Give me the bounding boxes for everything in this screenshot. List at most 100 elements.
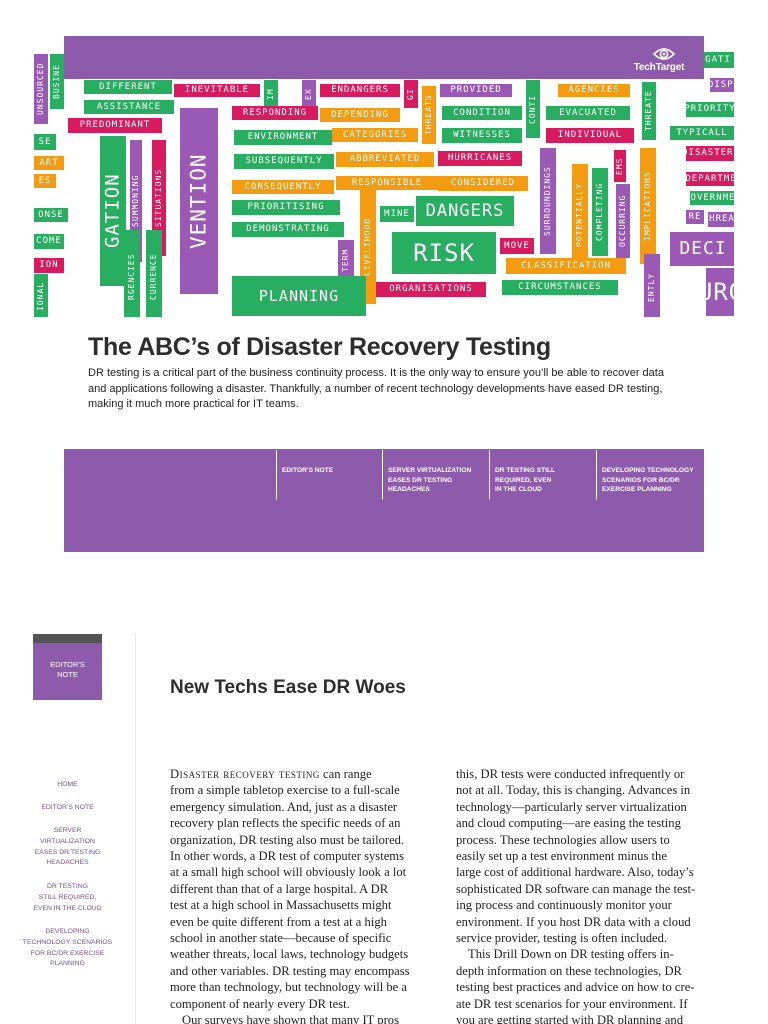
article-line: at a small high school will obviously lo… bbox=[170, 865, 407, 880]
nav-label-line: EDITOR’S NOTE bbox=[282, 467, 334, 474]
article-line: from a simple tabletop exercise to a ful… bbox=[170, 783, 400, 798]
article-line: technology—particularly server virtualiz… bbox=[456, 799, 687, 814]
section-tab-editors-note: EDITOR’S NOTE bbox=[33, 643, 102, 700]
word-cloud-tag: CONSIDERED bbox=[438, 176, 528, 191]
sidebar-link-editors-note[interactable]: EDITOR’S NOTE bbox=[20, 803, 115, 814]
article-line: component of nearly every DR test. bbox=[170, 996, 350, 1011]
brand-bar bbox=[64, 36, 704, 79]
sidebar-link-line: DR TESTING bbox=[46, 883, 89, 890]
word-cloud-tag: IONAL bbox=[34, 274, 48, 317]
word-cloud-tag: ION bbox=[34, 258, 64, 273]
article-line: ate DR test scenarios for your environme… bbox=[456, 996, 688, 1011]
word-cloud-tag: DEPARTME bbox=[686, 172, 734, 186]
article-line: depth information on these technologies,… bbox=[456, 963, 682, 978]
word-cloud-tag: POTENTIALLY bbox=[572, 164, 588, 266]
word-cloud-tag: GI bbox=[404, 80, 418, 108]
tab-label-line: NOTE bbox=[57, 670, 78, 679]
sidebar-link-developing-technology[interactable]: DEVELOPING TECHNOLOGY SCENARIOS FOR BC/D… bbox=[20, 927, 115, 970]
article-line: not at all. Today, this is changing. Adv… bbox=[456, 783, 691, 798]
article-line: This Drill Down on DR testing offers in- bbox=[468, 947, 674, 962]
article-line: different than that of a large hospital.… bbox=[170, 881, 389, 896]
word-cloud-tag: IM bbox=[264, 80, 278, 108]
nav-label-line: SCENARIOS FOR BC/DR bbox=[602, 476, 680, 484]
word-cloud-tag: PLANNING bbox=[232, 276, 366, 316]
article-column-2: this, DR tests were conducted infrequent… bbox=[456, 766, 714, 1024]
word-cloud-tag: GATI bbox=[702, 52, 734, 68]
article-line: large cost of additional hardware. Also,… bbox=[456, 865, 694, 880]
article-line: In other words, a DR test of computer sy… bbox=[170, 849, 404, 864]
nav-developing-technology[interactable]: DEVELOPING TECHNOLOGY SCENARIOS FOR BC/D… bbox=[596, 450, 704, 500]
word-cloud-tag: CLASSIFICATION bbox=[506, 258, 626, 274]
word-cloud-tag: CURRENCE bbox=[146, 230, 162, 317]
article-line: school in another state—because of speci… bbox=[170, 931, 392, 946]
article-lead-in: Disaster recovery testing bbox=[170, 767, 320, 781]
sidebar-divider bbox=[135, 634, 136, 1024]
sidebar-link-dr-testing-cloud[interactable]: DR TESTING STILL REQUIRED, EVEN IN THE C… bbox=[20, 882, 115, 914]
word-cloud-tag: SE bbox=[34, 134, 56, 150]
sidebar-link-server-virtualization[interactable]: SERVER VIRTUALIZATION EASES DR TESTING H… bbox=[20, 826, 115, 869]
word-cloud-tag: UNSOURCED bbox=[34, 54, 48, 124]
sidebar-link-line: FOR BC/DR EXERCISE bbox=[30, 949, 105, 957]
word-cloud-tag: SUBSEQUENTLY bbox=[234, 154, 334, 169]
nav-server-virtualization[interactable]: SERVER VIRTUALIZATION EASES DR TESTING H… bbox=[382, 450, 488, 500]
article-line: and cloud computing—are easing the testi… bbox=[456, 816, 681, 831]
article-line-text: can range bbox=[319, 767, 372, 781]
article-line: environment. If you host DR data with a … bbox=[456, 914, 691, 929]
word-cloud-tag: RE bbox=[686, 210, 704, 224]
word-cloud-tag: CIRCUMSTANCES bbox=[502, 280, 618, 295]
word-cloud-tag: ENDANGERS bbox=[320, 84, 400, 97]
word-cloud-tag: ENTLY bbox=[644, 254, 660, 317]
brand-name: TechTarget bbox=[633, 62, 685, 73]
word-cloud-tag: ES bbox=[34, 174, 56, 188]
word-cloud-tag: PRIORITY bbox=[686, 102, 734, 117]
word-cloud-tag: DECI bbox=[670, 232, 734, 266]
article-line: Disaster recovery testing can range bbox=[170, 766, 428, 782]
word-cloud-tag: BUSINE bbox=[50, 54, 64, 109]
word-cloud-tag: EMS bbox=[614, 150, 626, 182]
article-line: this, DR tests were conducted infrequent… bbox=[456, 767, 685, 781]
word-cloud-tag: DEPENDING bbox=[320, 108, 400, 122]
sidebar-link-line: VIRTUALIZATION bbox=[40, 837, 95, 845]
article-line: recovery plan reflects the specific need… bbox=[170, 816, 401, 831]
techtarget-logo: TechTarget bbox=[628, 44, 690, 76]
word-cloud-tag: INEVITABLE bbox=[174, 84, 260, 97]
page-title: The ABC’s of Disaster Recovery Testing bbox=[88, 333, 551, 361]
nav-label-line: SERVER VIRTUALIZATION bbox=[388, 467, 472, 474]
sidebar-link-line: HEADACHES bbox=[46, 859, 89, 867]
article-line: service provider, testing is often inclu… bbox=[456, 931, 668, 946]
sidebar-link-line: HOME bbox=[57, 781, 78, 788]
word-cloud-tag: ART bbox=[34, 156, 64, 170]
word-cloud-tag: TYPICALL bbox=[670, 126, 734, 140]
article-headline: New Techs Ease DR Woes bbox=[170, 677, 406, 698]
intro-paragraph: DR testing is a critical part of the bus… bbox=[88, 367, 664, 410]
word-cloud-tag: OCCURRING bbox=[616, 184, 630, 258]
word-cloud-tag: PRIORITISING bbox=[232, 200, 340, 215]
sidebar-link-line: PLANNING bbox=[50, 960, 85, 968]
word-cloud-tag: THREATS bbox=[422, 86, 436, 144]
word-cloud-tag: GOVERNMEN bbox=[690, 191, 734, 205]
word-cloud-tag: MINE bbox=[380, 206, 414, 222]
article-line: sophisticated DR software can manage the… bbox=[456, 881, 696, 896]
word-cloud-tag: HURRICANES bbox=[438, 151, 522, 166]
word-cloud-tag: DANGERS bbox=[416, 196, 514, 226]
word-cloud-tag: RESPONSIBLE bbox=[336, 176, 438, 190]
word-cloud-tag: EX bbox=[302, 80, 316, 108]
word-cloud-tag: INDIVIDUAL bbox=[546, 128, 634, 143]
sidebar-link-line: DEVELOPING bbox=[45, 928, 90, 935]
nav-editors-note[interactable]: EDITOR’S NOTE bbox=[276, 450, 380, 500]
word-cloud-tag: DISPO bbox=[710, 78, 734, 92]
word-cloud-tag: COMPLETING bbox=[592, 168, 608, 256]
word-cloud-tag: CONDITION bbox=[442, 106, 522, 120]
nav-label-line: DR TESTING STILL bbox=[495, 467, 556, 474]
word-cloud-tag: URG bbox=[706, 268, 734, 316]
word-cloud-tag: PREDOMINANT bbox=[68, 118, 162, 133]
word-cloud-tag: ENVIRONMENT bbox=[234, 130, 332, 145]
sidebar-link-home[interactable]: HOME bbox=[20, 780, 115, 791]
nav-dr-testing-cloud[interactable]: DR TESTING STILL REQUIRED, EVEN IN THE C… bbox=[489, 450, 595, 500]
word-cloud-tag: ASSISTANCE bbox=[84, 100, 174, 114]
word-cloud-tag: CONTI bbox=[526, 80, 540, 138]
word-cloud-tag: TERM bbox=[338, 240, 354, 280]
nav-label-line: DEVELOPING TECHNOLOGY bbox=[602, 467, 694, 474]
eye-icon bbox=[652, 48, 676, 60]
